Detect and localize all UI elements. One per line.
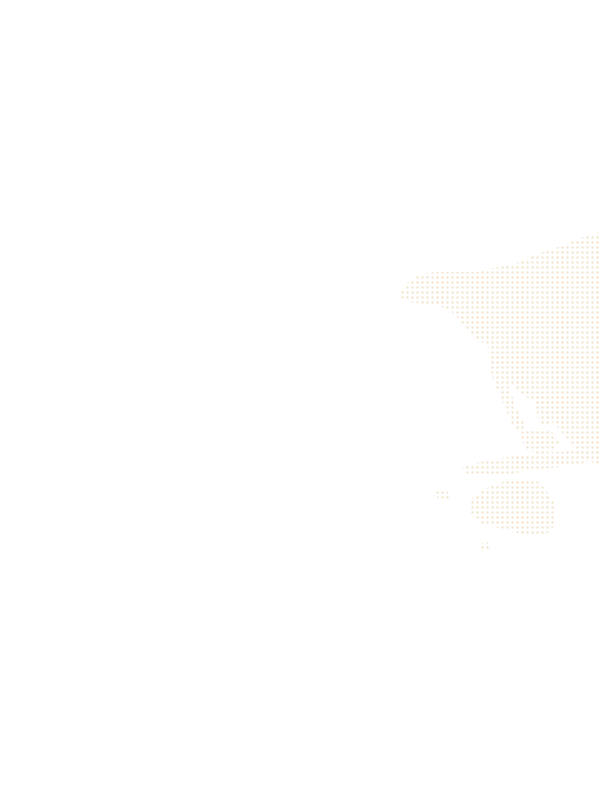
map-region-philippines: [536, 390, 552, 428]
map-region-indonesia: [462, 450, 590, 476]
map-region-australia: [470, 478, 556, 536]
map-region-japan: [552, 300, 570, 360]
map-region-borneo: [520, 428, 560, 454]
map-region-indochina: [488, 352, 526, 432]
map-region-asia: [398, 232, 600, 464]
map-region-sumatra-islet: [436, 490, 452, 502]
map-region-tasmania: [478, 542, 490, 552]
